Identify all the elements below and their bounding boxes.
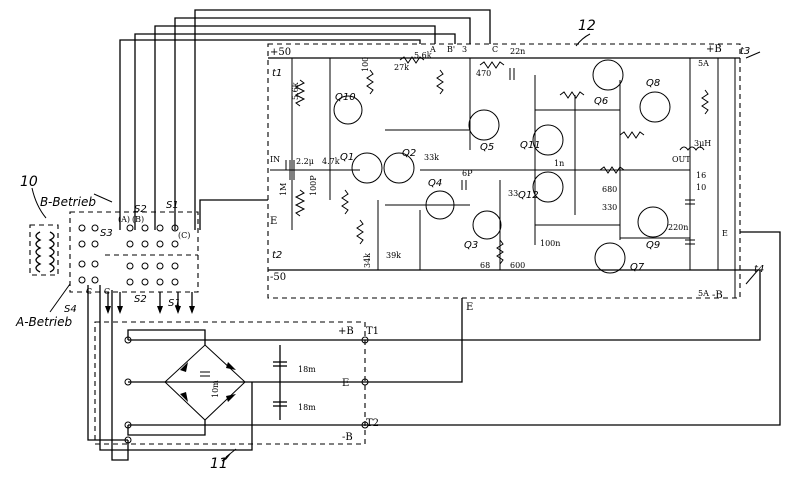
amplifier-board: [267, 43, 741, 299]
terminal-a: A: [429, 45, 436, 54]
value-3uh: 3μH: [694, 139, 711, 148]
value-16: 16: [696, 171, 706, 180]
value-470: 470: [476, 69, 491, 78]
value-22n: 22n: [510, 47, 525, 56]
value-5a-bottom: 5A: [698, 289, 709, 298]
value-1m: 1M: [279, 183, 288, 196]
switch-s2b-label: S2: [134, 294, 147, 305]
value-100p: 100P: [309, 175, 318, 196]
terminal-T1: T1: [366, 326, 379, 337]
transistors: [333, 59, 671, 274]
rail-plus-b: +B: [706, 44, 722, 55]
rail-plus50: +50: [270, 47, 291, 58]
terminal-t4: t4: [754, 264, 764, 275]
terminal-b: B': [447, 45, 455, 54]
mode-a-betrieb: A-Betrieb: [15, 315, 73, 329]
terminal-t1: t1: [272, 68, 282, 79]
q4-label: Q4: [428, 178, 442, 189]
terminal-in: IN: [270, 155, 280, 164]
amplifier-circuitry: [270, 56, 736, 298]
mode-b-betrieb: B-Betrieb: [40, 195, 96, 209]
switch-block: [29, 211, 199, 314]
value-68: 68: [480, 261, 490, 270]
ref-12: 12: [578, 18, 596, 34]
ref-11: 11: [210, 456, 228, 472]
value-2-2u: 2.2μ: [296, 157, 314, 166]
value-1n: 1n: [554, 159, 564, 168]
rail-minus-b: -B: [712, 290, 723, 301]
terminal-e-ground: E: [466, 302, 473, 313]
switch-c-left: C: [86, 287, 92, 296]
value-39k: 39k: [386, 251, 401, 260]
value-10: 10: [696, 183, 706, 192]
switch-s3-label: S3: [100, 228, 113, 239]
value-18m-bottom: 18m: [298, 403, 316, 412]
switch-s1b-label: S1: [168, 298, 181, 309]
ref-10: 10: [20, 174, 38, 190]
top-bus-wires: [119, 9, 491, 230]
q1-label: Q1: [340, 152, 354, 163]
reference-leaders: [31, 33, 761, 462]
terminal-c: C: [492, 45, 498, 54]
switch-s1-label: S1: [166, 200, 179, 211]
terminal-e-output: E: [722, 229, 728, 238]
value-5-6k: 5.6k: [291, 82, 300, 100]
value-27k: 27k: [394, 63, 409, 72]
terminal-t3: t3: [740, 46, 750, 57]
q10-label: Q10: [335, 92, 356, 103]
terminal-out: OUT: [672, 155, 691, 164]
switch-pos-a: (A): [118, 215, 130, 224]
value-4-7k: 4.7k: [322, 157, 340, 166]
q12-label: Q12: [518, 190, 539, 201]
q6-label: Q6: [594, 96, 608, 107]
switch-pos-c: (C): [178, 231, 190, 240]
value-100n: 100n: [540, 239, 560, 248]
q9-label: Q9: [646, 240, 660, 251]
rail-minus50: -50: [270, 272, 286, 283]
switch-pos-b: (B): [132, 215, 144, 224]
value-33: 33: [508, 189, 518, 198]
power-supply: [94, 321, 369, 445]
switch-s4-label: S4: [64, 304, 77, 315]
terminal-t2: t2: [272, 250, 282, 261]
terminal-3: 3: [462, 45, 467, 54]
value-34k: 34k: [363, 253, 372, 268]
q2-label: Q2: [402, 148, 416, 159]
q8-label: Q8: [646, 78, 660, 89]
switch-s2-label: S2: [134, 204, 147, 215]
interconnect-wires: [87, 199, 781, 461]
terminal-T2: T2: [366, 418, 379, 429]
q11-label: Q11: [520, 140, 541, 151]
value-33k: 33k: [424, 153, 439, 162]
value-680: 680: [602, 185, 617, 194]
value-5a-top: 5A: [698, 59, 709, 68]
value-330: 330: [602, 203, 617, 212]
q5-label: Q5: [480, 142, 494, 153]
q3-label: Q3: [464, 240, 478, 251]
value-10m: 10m: [211, 380, 220, 398]
value-18m-top: 18m: [298, 365, 316, 374]
value-6p: 6P: [462, 169, 473, 178]
q7-label: Q7: [630, 262, 645, 273]
terminal-e-input: E: [270, 216, 277, 227]
value-600: 600: [510, 261, 525, 270]
ps-plus-b: +B: [338, 326, 354, 337]
value-220n: 220n: [668, 223, 688, 232]
ps-minus-b: -B: [342, 432, 353, 443]
value-5-6k-b: 5.6k: [414, 51, 432, 60]
value-100: 100: [361, 57, 370, 72]
switch-c-mid: C: [104, 287, 110, 296]
ps-e: E: [342, 378, 349, 389]
